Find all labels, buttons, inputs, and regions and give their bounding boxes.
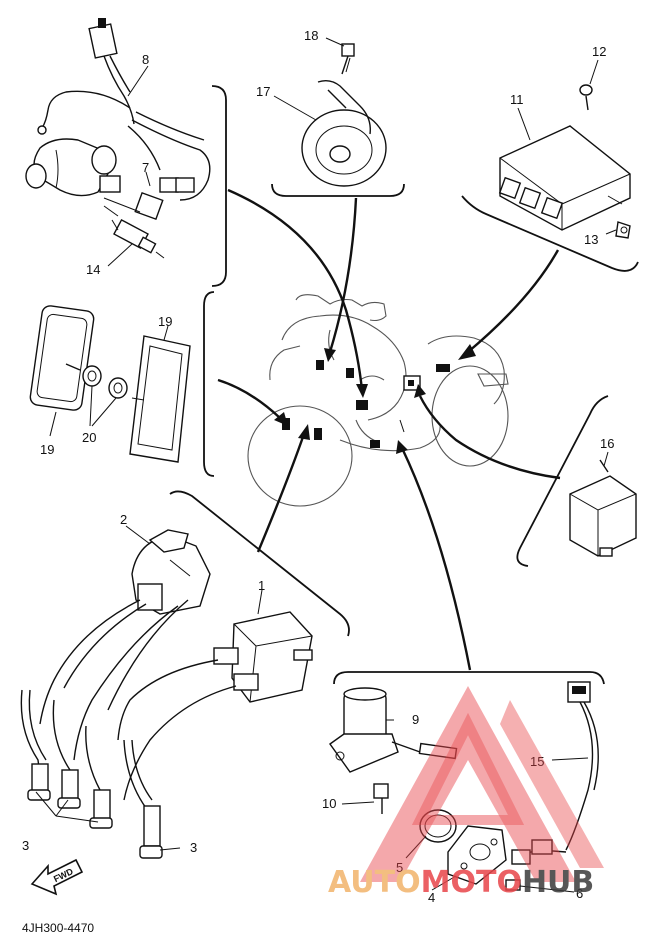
callout-5: 5 <box>396 860 403 875</box>
callout-12: 12 <box>592 44 606 59</box>
callout-11: 11 <box>510 92 524 107</box>
watermark-auto: AUTO <box>328 865 421 900</box>
callout-7: 7 <box>142 160 149 175</box>
callout-10: 10 <box>322 796 336 811</box>
bracket-reflector-group <box>203 291 215 477</box>
bracket-horn-group <box>271 183 405 197</box>
relay-assembly <box>569 459 637 557</box>
watermark-text: AUTOMOTOHUB <box>328 865 594 900</box>
callout-4: 4 <box>428 890 435 905</box>
callout-17: 17 <box>256 84 270 99</box>
callout-18: 18 <box>304 28 318 43</box>
fwd-arrow: FWD <box>30 858 84 896</box>
callout-9: 9 <box>412 712 419 727</box>
callout-numbers: 1 2 3 3 4 5 6 7 8 9 10 11 12 13 14 15 16… <box>22 28 614 905</box>
diagram-code: 4JH300-4470 <box>22 921 94 935</box>
watermark-triangle-inner <box>411 712 525 825</box>
spark-plug-caps <box>20 689 163 859</box>
callout-19-right: 19 <box>158 314 172 329</box>
callout-3-left: 3 <box>22 838 29 853</box>
neutral-switch-assembly <box>25 18 211 259</box>
callout-20: 20 <box>82 430 96 445</box>
callout-14: 14 <box>86 262 100 277</box>
watermark-logo: AUTOMOTOHUB <box>328 686 604 900</box>
sensor-assembly <box>419 681 599 891</box>
callout-leaders <box>35 37 617 893</box>
bracket-relay-cutoff-group <box>333 671 605 685</box>
callout-3-right: 3 <box>190 840 197 855</box>
callout-16: 16 <box>600 436 614 451</box>
callout-8: 8 <box>142 52 149 67</box>
callout-15: 15 <box>530 754 544 769</box>
reflector-assembly <box>29 305 191 463</box>
bracket-neutral-switch-group <box>211 85 227 287</box>
watermark-moto: MOTO <box>421 865 522 900</box>
ignition-coil-1 <box>117 611 313 801</box>
callout-19-left: 19 <box>40 442 54 457</box>
igniter-assembly <box>498 84 631 239</box>
bracket-igniter-group <box>461 195 639 272</box>
locator-arrows <box>217 188 561 671</box>
motorcycle-outline <box>247 294 509 507</box>
watermark-triangle-outer <box>360 686 576 882</box>
bracket-relay-group <box>516 395 609 567</box>
group-brackets <box>169 85 639 685</box>
callout-1: 1 <box>258 578 265 593</box>
callout-2: 2 <box>120 512 127 527</box>
bracket-coil-group <box>169 490 350 637</box>
starter-relay-assembly <box>329 687 458 814</box>
watermark-triangle-right <box>500 700 604 868</box>
horn-assembly <box>301 43 387 187</box>
watermark-hub: HUB <box>522 865 594 900</box>
callout-13: 13 <box>584 232 598 247</box>
callout-6: 6 <box>576 886 583 901</box>
ignition-coil-2 <box>39 529 211 761</box>
